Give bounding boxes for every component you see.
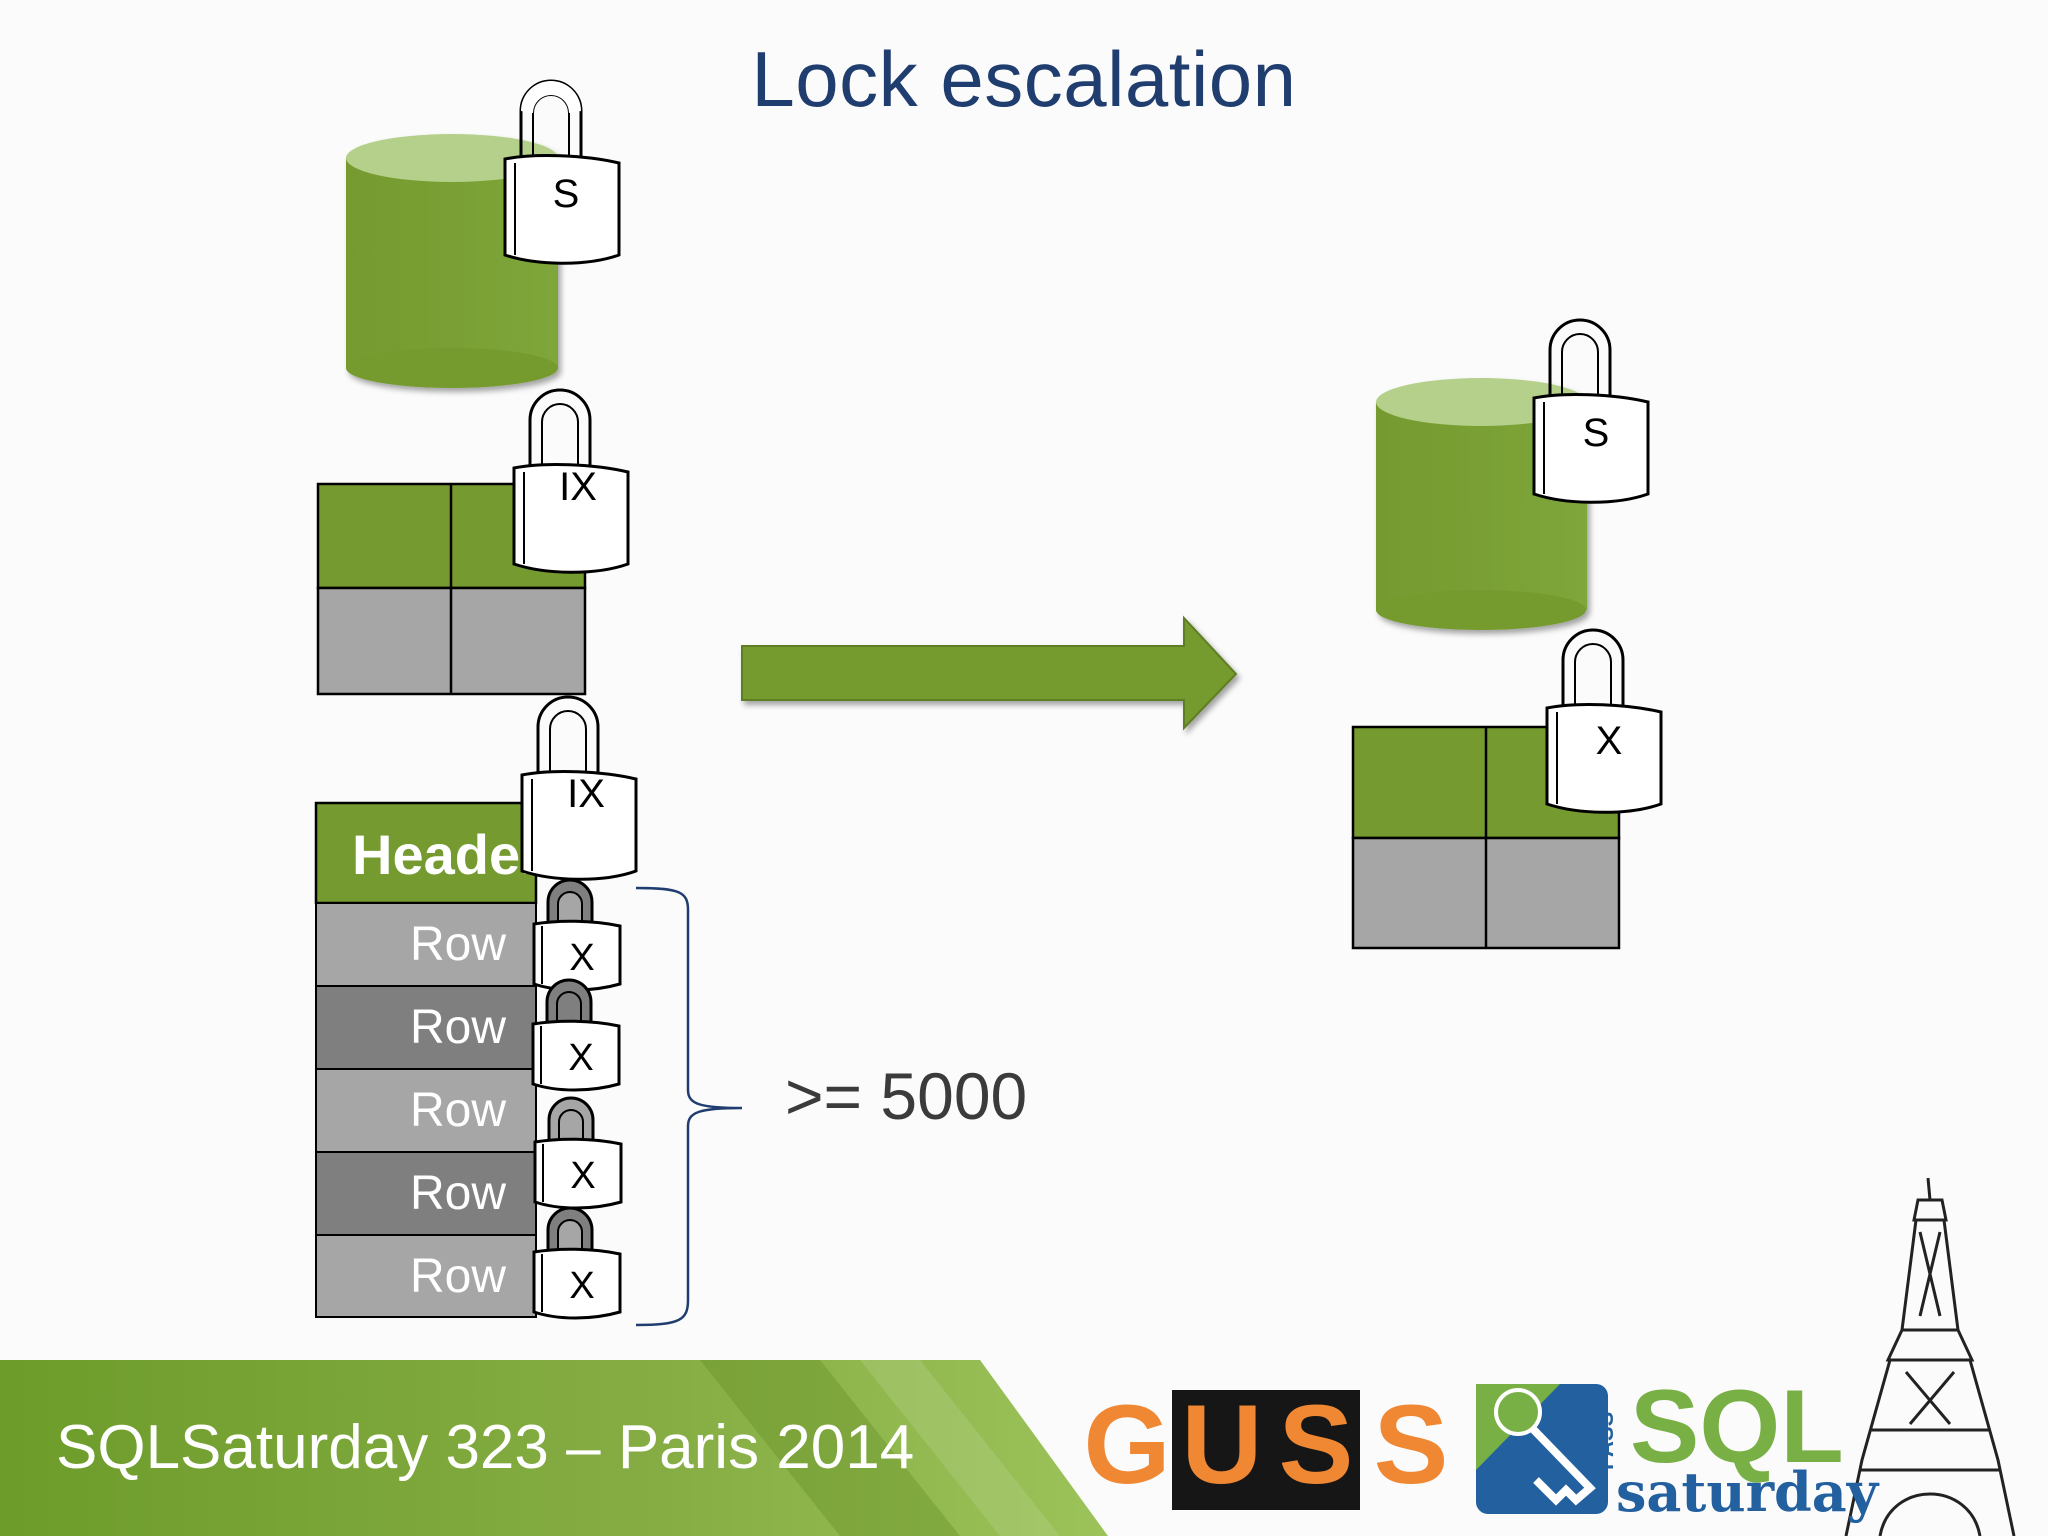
sqlsaturday-main-text: SQL	[1630, 1369, 1844, 1485]
row-label: Row	[410, 918, 506, 971]
footer-band	[0, 1360, 1108, 1536]
padlock-db-before: S	[503, 79, 621, 265]
padlock-page-before: IX	[520, 695, 638, 881]
lock-label: X	[568, 1037, 593, 1079]
footer-event-text: SQLSaturday 323 – Paris 2014	[56, 1413, 915, 1482]
database-cylinder-after	[1376, 378, 1587, 630]
padlock-row-4: X	[532, 1206, 622, 1320]
guss-letter: S	[1278, 1382, 1354, 1507]
rows-brace	[635, 886, 743, 1327]
sqlsaturday-sub-text: saturday	[1616, 1460, 1879, 1524]
lock-label: IX	[567, 772, 605, 816]
guss-letter: U	[1181, 1382, 1263, 1507]
sqlsaturday-key-icon	[1476, 1384, 1608, 1514]
slide-title: Lock escalation	[751, 35, 1297, 123]
guss-letter: S	[1373, 1382, 1449, 1507]
lock-label: S	[553, 172, 580, 216]
lock-label: X	[569, 937, 594, 979]
table-grid-before	[316, 482, 587, 696]
eiffel-tower-icon	[1844, 1177, 2016, 1536]
padlock-table-after: X	[1545, 628, 1663, 814]
threshold-label: >= 5000	[785, 1059, 1028, 1133]
pass-label: PASS	[1593, 1411, 1618, 1470]
guss-logo	[1172, 1390, 1360, 1510]
lock-label: X	[1596, 719, 1623, 763]
row-label: Row	[410, 1167, 506, 1220]
lock-label: X	[570, 1155, 595, 1197]
row-label: Row	[410, 1001, 506, 1054]
padlock-row-1: X	[532, 878, 622, 992]
page-header-label: Header	[352, 823, 542, 886]
padlock-table-before: IX	[512, 388, 630, 574]
padlock-db-after: S	[1532, 318, 1650, 504]
escalation-arrow	[741, 615, 1238, 731]
padlock-row-3: X	[533, 1096, 623, 1210]
page-rows-before: Header Row Row Row Row Row	[314, 801, 542, 1318]
guss-logo-text: G U S S	[1078, 1386, 1458, 1504]
lock-label: S	[1583, 411, 1610, 455]
lock-label: X	[569, 1265, 594, 1307]
row-label: Row	[410, 1250, 506, 1303]
row-label: Row	[410, 1084, 506, 1137]
lock-label: IX	[559, 465, 597, 509]
guss-letter: G	[1083, 1382, 1170, 1507]
padlock-row-2: X	[531, 978, 621, 1092]
